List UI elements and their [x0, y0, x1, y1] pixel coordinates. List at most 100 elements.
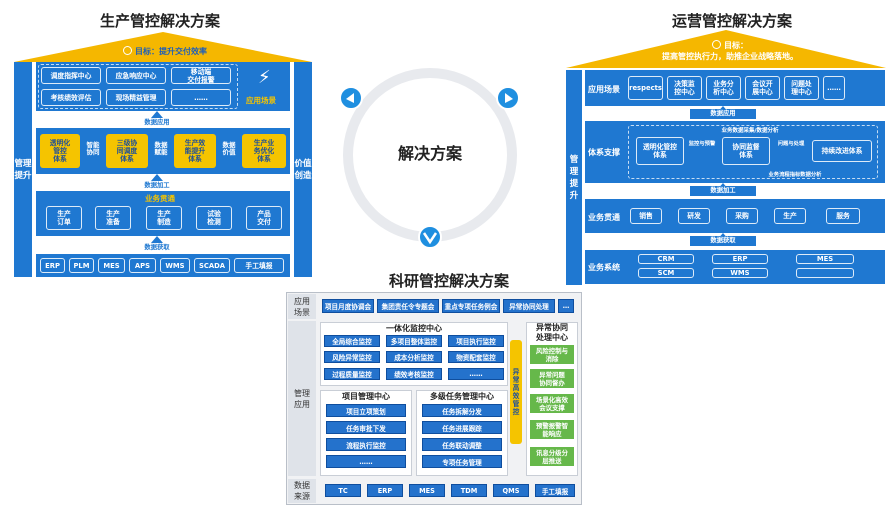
r-scene-2[interactable]: 集团责任令专题会: [377, 299, 439, 313]
op-support-title: 体系支撑: [588, 148, 620, 157]
r-scene-5[interactable]: …: [558, 299, 574, 313]
op-scenario-6[interactable]: ……: [823, 76, 845, 100]
prod-source-aps[interactable]: APS: [129, 258, 156, 273]
op-sys-blank[interactable]: [796, 268, 854, 278]
prod-scenario-2[interactable]: 应急响应中心: [106, 67, 166, 84]
prod-up-arrow-3: [151, 236, 163, 243]
op-support-1[interactable]: 透明化管控 体系: [636, 137, 684, 165]
op-support-note-2: 监控与预警: [688, 141, 716, 147]
task-1[interactable]: 任务拆解分发: [422, 404, 502, 417]
monitor-3[interactable]: 项目执行监控: [448, 335, 504, 347]
r-src-erp[interactable]: ERP: [367, 484, 403, 497]
prod-system-4[interactable]: 生产业 务优化 体系: [242, 134, 286, 168]
op-support-note-4: 业务流程指标数据分析: [768, 172, 822, 178]
prod-arrow2-label: 数据加工: [144, 182, 170, 189]
anomaly-1[interactable]: 风险控制与 消除: [530, 345, 574, 364]
task-4[interactable]: 专项任务管理: [422, 455, 502, 468]
prod-system-2[interactable]: 三级协 同调度 体系: [106, 134, 148, 168]
op-flow-title: 业务贯通: [588, 213, 620, 222]
monitor-2[interactable]: 多项目整体监控: [386, 335, 442, 347]
operation-system-band: [585, 250, 885, 284]
r-src-tdm[interactable]: TDM: [451, 484, 487, 497]
op-arrow1-label: 数据应用: [690, 109, 756, 119]
lightning-icon: ⚡: [258, 67, 271, 88]
prod-scenario-6[interactable]: ……: [171, 89, 231, 106]
op-scenario-3[interactable]: 业务分 析中心: [706, 76, 741, 100]
prod-source-erp[interactable]: ERP: [40, 258, 65, 273]
op-flow-3[interactable]: 采购: [726, 208, 758, 224]
op-flow-5[interactable]: 服务: [826, 208, 860, 224]
prod-source-plm[interactable]: PLM: [69, 258, 94, 273]
op-flow-2[interactable]: 研发: [678, 208, 710, 224]
op-scenario-1[interactable]: respects: [628, 76, 663, 100]
prod-up-arrow-1: [151, 111, 163, 118]
research-row3-label: 数据 来源: [288, 479, 316, 503]
production-roof: [14, 32, 312, 62]
op-arrow2-label: 数据加工: [690, 186, 756, 196]
monitor-4[interactable]: 风险异常监控: [324, 351, 380, 363]
anomaly-3[interactable]: 场景化高效 会议支撑: [530, 394, 574, 413]
prod-scenario-3[interactable]: 移动端 交付报警: [171, 67, 231, 84]
r-src-manual[interactable]: 手工填报: [535, 484, 575, 497]
op-support-box: [628, 125, 878, 179]
task-title: 多级任务管理中心: [430, 392, 494, 401]
op-sys-scm[interactable]: SCM: [638, 268, 694, 278]
op-scenario-5[interactable]: 问题处 理中心: [784, 76, 819, 100]
prod-flow-5[interactable]: 产品 交付: [246, 206, 282, 230]
op-scenario-4[interactable]: 会议开 展中心: [745, 76, 780, 100]
op-scenario-2[interactable]: 决策监 控中心: [667, 76, 702, 100]
monitor-1[interactable]: 全局综合监控: [324, 335, 380, 347]
anomaly-4[interactable]: 预警报警智 能响应: [530, 420, 574, 439]
r-src-tc[interactable]: TC: [325, 484, 361, 497]
op-support-2[interactable]: 协同监督 体系: [722, 137, 770, 165]
prod-system-1[interactable]: 透明化 管控 体系: [40, 134, 80, 168]
op-flow-1[interactable]: 销售: [630, 208, 662, 224]
task-2[interactable]: 任务进展跟踪: [422, 421, 502, 434]
prod-flow-1[interactable]: 生产 订单: [46, 206, 82, 230]
prod-scenario-1[interactable]: 调度指挥中心: [41, 67, 101, 84]
r-scene-1[interactable]: 项目月度协调会: [322, 299, 374, 313]
monitor-6[interactable]: 物资配套监控: [448, 351, 504, 363]
prod-source-scada[interactable]: SCADA: [194, 258, 230, 273]
project-1[interactable]: 项目立项策划: [326, 404, 406, 417]
prod-flow-3[interactable]: 生产 制造: [146, 206, 182, 230]
r-scene-4[interactable]: 异常协同处理: [503, 299, 555, 313]
project-4[interactable]: ……: [326, 455, 406, 468]
op-sys-crm[interactable]: CRM: [638, 254, 694, 264]
r-scene-3[interactable]: 重点专项任务例会: [442, 299, 500, 313]
monitor-8[interactable]: 绩效考核监控: [386, 368, 442, 380]
op-sys-erp[interactable]: ERP: [712, 254, 768, 264]
prod-system-tag-3: 数据 价值: [222, 141, 236, 156]
center-title: 解决方案: [397, 144, 462, 163]
prod-source-manual[interactable]: 手工填报: [234, 258, 284, 273]
task-3[interactable]: 任务联动调整: [422, 438, 502, 451]
anomaly-5[interactable]: 讯息分级分 层推送: [530, 447, 574, 466]
prod-flow-2[interactable]: 生产 准备: [95, 206, 131, 230]
prod-scenario-4[interactable]: 考核绩效评估: [41, 89, 101, 106]
op-flow-4[interactable]: 生产: [774, 208, 806, 224]
op-support-3[interactable]: 持续改进体系: [812, 140, 872, 162]
prod-flow-4[interactable]: 试验 检测: [196, 206, 232, 230]
r-src-mes[interactable]: MES: [409, 484, 445, 497]
prod-system-3[interactable]: 生产效 能提升 体系: [174, 134, 216, 168]
project-2[interactable]: 任务审批下发: [326, 421, 406, 434]
target-icon-2: [712, 40, 721, 49]
monitor-7[interactable]: 过程质量监控: [324, 368, 380, 380]
prod-scenario-5[interactable]: 现场精益管理: [106, 89, 166, 106]
op-sys-mes[interactable]: MES: [796, 254, 854, 264]
prod-source-mes[interactable]: MES: [98, 258, 125, 273]
target-icon: [123, 46, 132, 55]
r-src-qms[interactable]: QMS: [493, 484, 529, 497]
op-sys-wms[interactable]: WMS: [712, 268, 768, 278]
monitor-5[interactable]: 成本分析监控: [386, 351, 442, 363]
anomaly-2[interactable]: 异常问题 协同督办: [530, 369, 574, 388]
production-goal: 目标：提升交付效率: [80, 46, 250, 57]
research-row2-label: 管理 应用: [288, 321, 316, 476]
prod-source-wms[interactable]: WMS: [160, 258, 190, 273]
project-3[interactable]: 流程执行监控: [326, 438, 406, 451]
prod-arrow3-label: 数据获取: [144, 244, 170, 251]
research-title: 科研管控解决方案: [388, 272, 509, 290]
monitor-9[interactable]: ……: [448, 368, 504, 380]
prod-system-tag-1: 智能 协同: [86, 141, 100, 156]
prod-up-arrow-2: [151, 174, 163, 181]
